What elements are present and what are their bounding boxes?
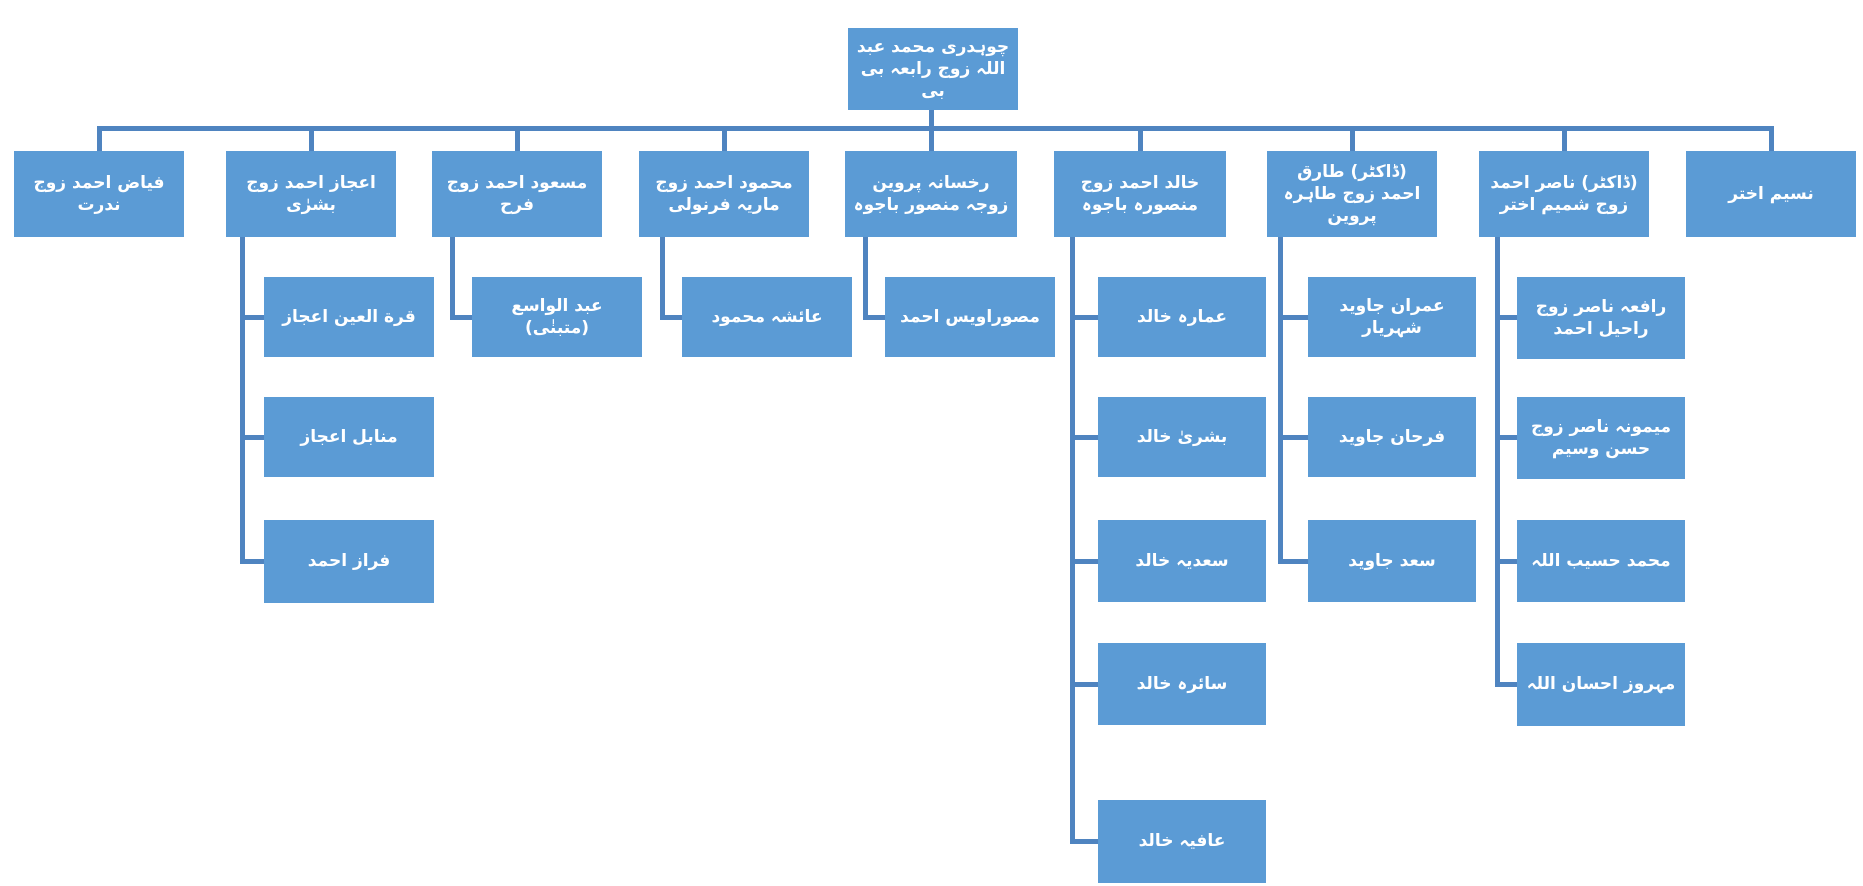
node-fayyaz: فیاض احمد زوج ندرت xyxy=(14,151,184,237)
connector-elbow-masood-1 xyxy=(450,315,474,320)
connector-drop-mahmood xyxy=(660,237,665,320)
connector-drop-rukhsana xyxy=(863,237,868,320)
connector-stub-col1 xyxy=(97,126,102,151)
node-maimoona: میمونہ ناصر زوج حسن وسیم xyxy=(1517,397,1685,479)
connector-stub-col2 xyxy=(309,126,314,151)
node-imran: عمران جاوید شہریار xyxy=(1308,277,1476,357)
connector-elbow-tariq-3 xyxy=(1278,559,1310,564)
connector-drop-masood xyxy=(450,237,455,320)
connector-elbow-mahmood-1 xyxy=(660,315,684,320)
connector-elbow-ijaz-1 xyxy=(240,315,266,320)
connector-stub-col7 xyxy=(1350,126,1355,151)
node-rafia: رافعہ ناصر زوج راحیل احمد xyxy=(1517,277,1685,359)
node-khalid: خالد احمد زوج منصورہ باجوہ xyxy=(1054,151,1226,237)
connector-elbow-khalid-2 xyxy=(1070,435,1100,440)
node-musawwir-awais: مصوراویس احمد xyxy=(885,277,1055,357)
connector-bus xyxy=(97,126,1774,131)
node-root: چوہدری محمد عبد اللہ زوج رابعہ بی بی xyxy=(848,28,1018,110)
connector-drop-khalid xyxy=(1070,237,1075,844)
connector-elbow-ijaz-3 xyxy=(240,559,266,564)
connector-drop-nasir xyxy=(1495,237,1500,687)
node-sadia: سعدیہ خالد xyxy=(1098,520,1266,602)
connector-elbow-khalid-5 xyxy=(1070,839,1100,844)
connector-root-stub xyxy=(929,106,934,131)
connector-elbow-nasir-1 xyxy=(1495,315,1519,320)
connector-drop-tariq xyxy=(1278,237,1283,564)
node-naseem: نسیم اختر xyxy=(1686,151,1856,237)
node-afia: عافیہ خالد xyxy=(1098,800,1266,883)
connector-elbow-nasir-2 xyxy=(1495,435,1519,440)
connector-stub-col4 xyxy=(722,126,727,151)
node-masood: مسعود احمد زوج فرح xyxy=(432,151,602,237)
node-rukhsana: رخسانہ پروین زوجہ منصور باجوہ xyxy=(845,151,1017,237)
connector-stub-col9 xyxy=(1769,126,1774,151)
node-qurratulain: قرة العین اعجاز xyxy=(264,277,434,357)
node-manahil: منابل اعجاز xyxy=(264,397,434,477)
node-farhan: فرحان جاوید xyxy=(1308,397,1476,477)
connector-stub-col5 xyxy=(929,126,934,151)
connector-elbow-khalid-3 xyxy=(1070,559,1100,564)
node-saad: سعد جاوید xyxy=(1308,520,1476,602)
connector-stub-col8 xyxy=(1562,126,1567,151)
node-ijaz: اعجاز احمد زوج بشرٰی xyxy=(226,151,396,237)
connector-elbow-khalid-4 xyxy=(1070,682,1100,687)
node-ammara: عمارہ خالد xyxy=(1098,277,1266,357)
connector-elbow-ijaz-2 xyxy=(240,435,266,440)
connector-elbow-nasir-4 xyxy=(1495,682,1519,687)
node-abdulwasay: عبد الواسع (متبنٰی) xyxy=(472,277,642,357)
connector-elbow-rukhsana-1 xyxy=(863,315,887,320)
connector-stub-col3 xyxy=(515,126,520,151)
node-tariq: (ڈاکٹر) طارق احمد زوج طاہرہ پروین xyxy=(1267,151,1437,237)
node-mehroz: مہروز احسان اللہ xyxy=(1517,643,1685,726)
node-ayesha: عائشہ محمود xyxy=(682,277,852,357)
node-nasir: (ڈاکٹر) ناصر احمد زوج شمیم اختر xyxy=(1479,151,1649,237)
connector-stub-col6 xyxy=(1138,126,1143,151)
connector-elbow-tariq-2 xyxy=(1278,435,1310,440)
node-bushra: بشریٰ خالد xyxy=(1098,397,1266,477)
connector-elbow-tariq-1 xyxy=(1278,315,1310,320)
node-haseeb: محمد حسیب اللہ xyxy=(1517,520,1685,602)
node-saira: سائرہ خالد xyxy=(1098,643,1266,725)
connector-drop-ijaz xyxy=(240,237,245,564)
node-faraz: فراز احمد xyxy=(264,520,434,603)
node-mahmood: محمود احمد زوج ماریہ فرنولی xyxy=(639,151,809,237)
connector-elbow-khalid-1 xyxy=(1070,315,1100,320)
connector-elbow-nasir-3 xyxy=(1495,559,1519,564)
